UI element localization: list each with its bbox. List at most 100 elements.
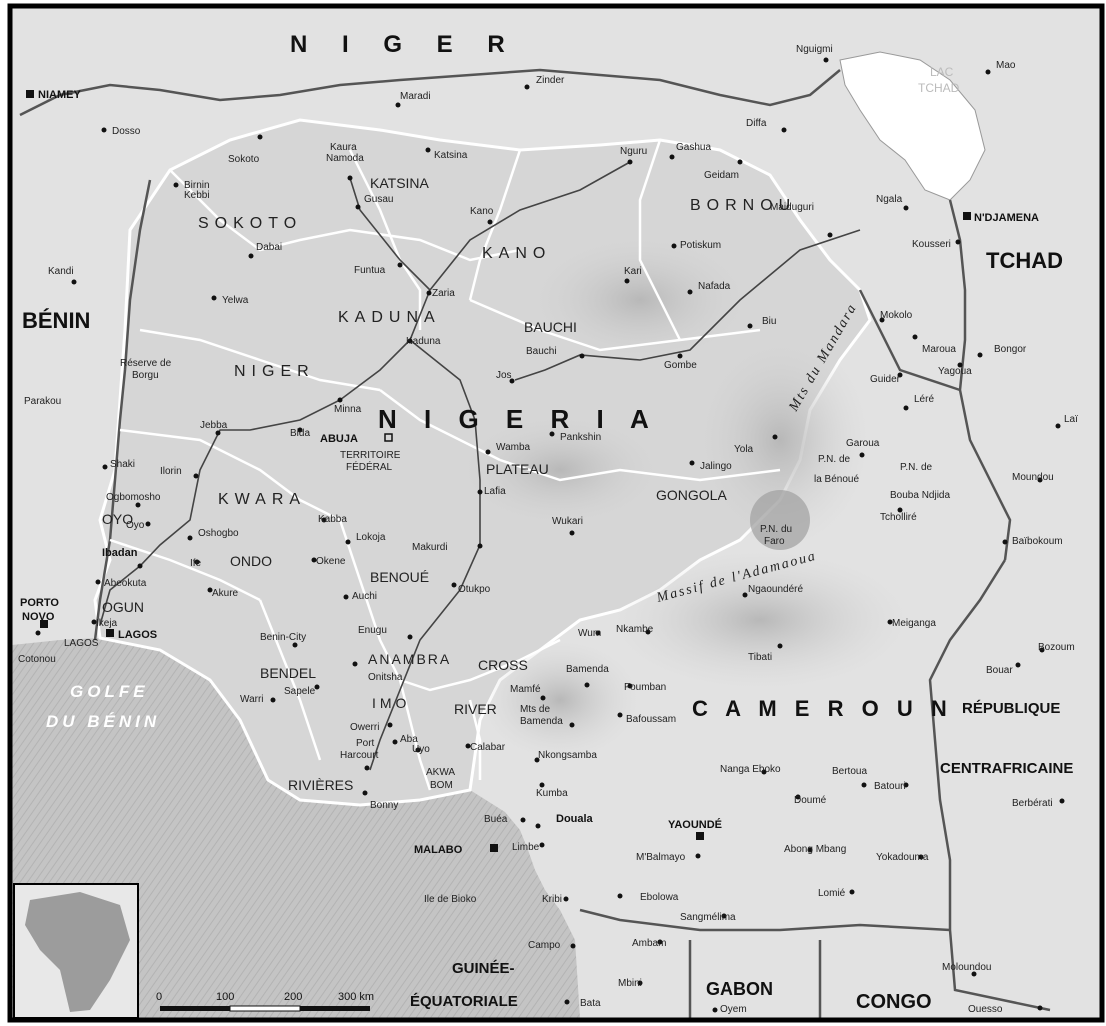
label-city-lere: Léré [914, 394, 934, 405]
label-city-uyo: Uyo [412, 744, 430, 755]
label-city-maiduguri: Maiduguri [770, 202, 814, 213]
state-borders [109, 139, 781, 791]
label-city-potiskum: Potiskum [680, 240, 721, 251]
label-capital-ndjamena: N'DJAMENA [974, 212, 1039, 224]
scale-segment-3 [300, 1006, 370, 1011]
label-gulf-1: GOLFE [70, 682, 149, 701]
label-country-benin: BÉNIN [22, 308, 90, 333]
label-city-birnin-2: Kebbi [184, 190, 210, 201]
label-city-nkongsamba: Nkongsamba [538, 750, 597, 761]
label-city-ambam: Ambam [632, 938, 666, 949]
label-city-sapele: Sapele [284, 686, 316, 697]
label-city-bauchi: Bauchi [526, 346, 557, 357]
label-city-yola: Yola [734, 444, 754, 455]
label-city-kano: Kano [470, 206, 494, 217]
label-city-wukari: Wukari [552, 516, 583, 527]
scale-label-100: 100 [216, 991, 234, 1003]
label-country-guinee-1: GUINÉE- [452, 960, 515, 977]
label-state-plateau: PLATEAU [486, 461, 549, 477]
scale-segment-2 [229, 1005, 301, 1012]
label-city-kari: Kari [624, 266, 642, 277]
label-lake-chad-1: LAC [930, 65, 954, 79]
label-city-yelwa: Yelwa [222, 295, 249, 306]
label-city-ebolowa: Ebolowa [640, 892, 679, 903]
label-city-kaura-2: Namoda [326, 153, 364, 164]
label-city-dosso: Dosso [112, 126, 141, 137]
label-city-port-harcourt-2: Harcourt [340, 750, 379, 761]
label-country-congo: CONGO [856, 991, 932, 1013]
label-city-onitsha: Onitsha [368, 672, 403, 683]
label-city-zaria: Zaria [432, 288, 455, 299]
label-city-kabba: Kabba [318, 514, 347, 525]
sea-gulf [12, 638, 580, 1018]
label-city-mbalmayo: M'Balmayo [636, 852, 686, 863]
label-city-meiganga: Meiganga [892, 618, 936, 629]
label-city-bafoussam: Bafoussam [626, 714, 676, 725]
label-city-moloundou: Moloundou [942, 962, 991, 973]
label-gulf-2: DU BÉNIN [46, 712, 160, 731]
label-city-bouar: Bouar [986, 665, 1013, 676]
label-city-diffa: Diffa [746, 118, 767, 129]
label-city-geidam: Geidam [704, 170, 739, 181]
label-city-borgu-1: Réserve de [120, 358, 172, 369]
label-country-cameroun: C A M E R O U N [692, 696, 953, 721]
label-city-warri: Warri [240, 694, 264, 705]
label-state-kaduna: KADUNA [338, 309, 441, 326]
label-city-pn-bouba-1: P.N. de [900, 462, 932, 473]
scale-label-0: 0 [156, 991, 162, 1003]
label-city-bata: Bata [580, 998, 601, 1009]
label-city-ilorin: Ilorin [160, 466, 182, 477]
label-state-ogun: OGUN [102, 599, 144, 615]
label-city-bonny: Bonny [370, 800, 398, 811]
label-city-maradi: Maradi [400, 91, 431, 102]
label-city-maroua: Maroua [922, 344, 956, 355]
label-city-limbe: Limbe [512, 842, 540, 853]
city-labels: Dosso Maradi Zinder Nguigmi Mao Diffa So… [18, 44, 1078, 1015]
label-city-lokoja: Lokoja [356, 532, 386, 543]
label-city-ngala: Ngala [876, 194, 903, 205]
label-state-territoire-1: TERRITOIRE [340, 450, 401, 461]
label-city-bozoum: Bozoum [1038, 642, 1075, 653]
label-state-territoire-2: FÉDÉRAL [346, 460, 393, 473]
label-city-gombe: Gombe [664, 360, 697, 371]
label-city-sangmelima: Sangmélima [680, 912, 736, 923]
city-dots [35, 57, 1065, 1013]
label-city-ogbomosho: Ogbomosho [106, 492, 161, 503]
relief-mandara [690, 330, 870, 550]
label-city-abeokuta: Abeokuta [104, 578, 147, 589]
label-country-niger: N I G E R [290, 31, 519, 58]
label-city-batouri: Batouri [874, 781, 906, 792]
label-city-borgu-2: Borgu [132, 370, 159, 381]
label-city-kribi: Kribi [542, 894, 562, 905]
label-capital-abuja: ABUJA [320, 433, 358, 445]
label-city-mamfe: Mamfé [510, 684, 541, 695]
label-city-katsina: Katsina [434, 150, 468, 161]
label-city-lafia: Lafia [484, 486, 506, 497]
label-city-aba: Aba [400, 734, 418, 745]
label-state-cross-river-1: CROSS [478, 657, 528, 673]
label-city-lomie: Lomié [818, 888, 846, 899]
label-city-minna: Minna [334, 404, 362, 415]
label-state-niger: NIGER [234, 363, 315, 380]
scale-label-200: 200 [284, 991, 302, 1003]
label-city-bertoua: Bertoua [832, 766, 867, 777]
label-city-kandi: Kandi [48, 266, 74, 277]
label-lake-chad-2: TCHAD [918, 81, 960, 95]
label-city-monts-bamenda-1: Mts de [520, 704, 550, 715]
label-city-ouesso: Ouesso [968, 1004, 1003, 1015]
label-city-abong-mbang: Abong Mbang [784, 844, 846, 855]
label-city-pankshin: Pankshin [560, 432, 601, 443]
label-state-oyo: OYO [102, 511, 133, 527]
label-city-bongor: Bongor [994, 344, 1027, 355]
label-city-cotonou: Cotonou [18, 654, 56, 665]
label-capital-porto-novo-2: NOVO [22, 611, 55, 623]
label-city-yokadouma: Yokadouma [876, 852, 929, 863]
label-city-campo: Campo [528, 940, 561, 951]
label-city-garoua: Garoua [846, 438, 880, 449]
label-city-okene: Okene [316, 556, 346, 567]
label-state-kano: KANO [482, 245, 551, 262]
label-capital-niamey: NIAMEY [38, 89, 81, 101]
label-state-anambra: ANAMBRA [368, 651, 451, 667]
relief-bamenda [480, 640, 640, 760]
